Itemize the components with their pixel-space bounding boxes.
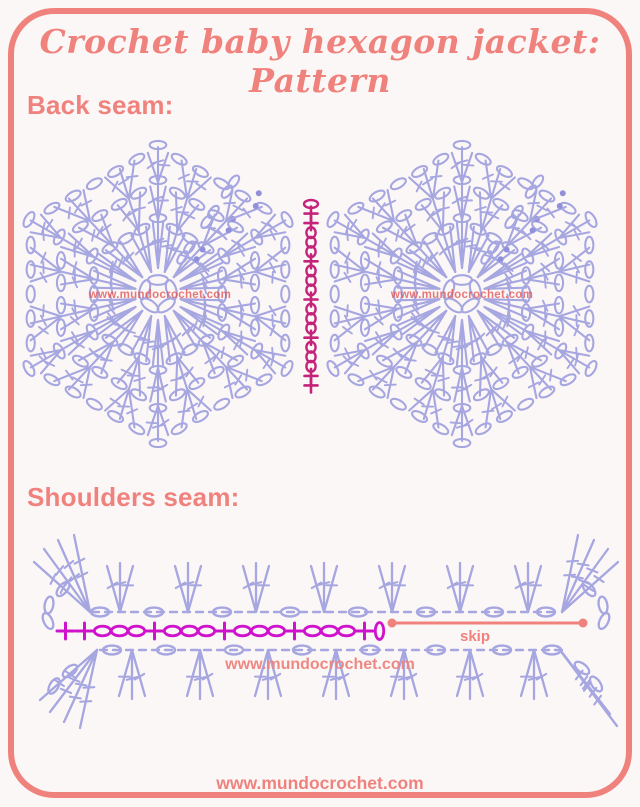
shoulders-diagram xyxy=(32,533,620,730)
sheet-border xyxy=(8,8,632,798)
back-seam-column xyxy=(302,198,320,394)
hexagon-motif-left xyxy=(22,139,294,449)
skip-marker xyxy=(387,618,588,628)
hexagon-motif-right xyxy=(326,139,598,449)
shoulders-seam-row xyxy=(55,621,386,641)
